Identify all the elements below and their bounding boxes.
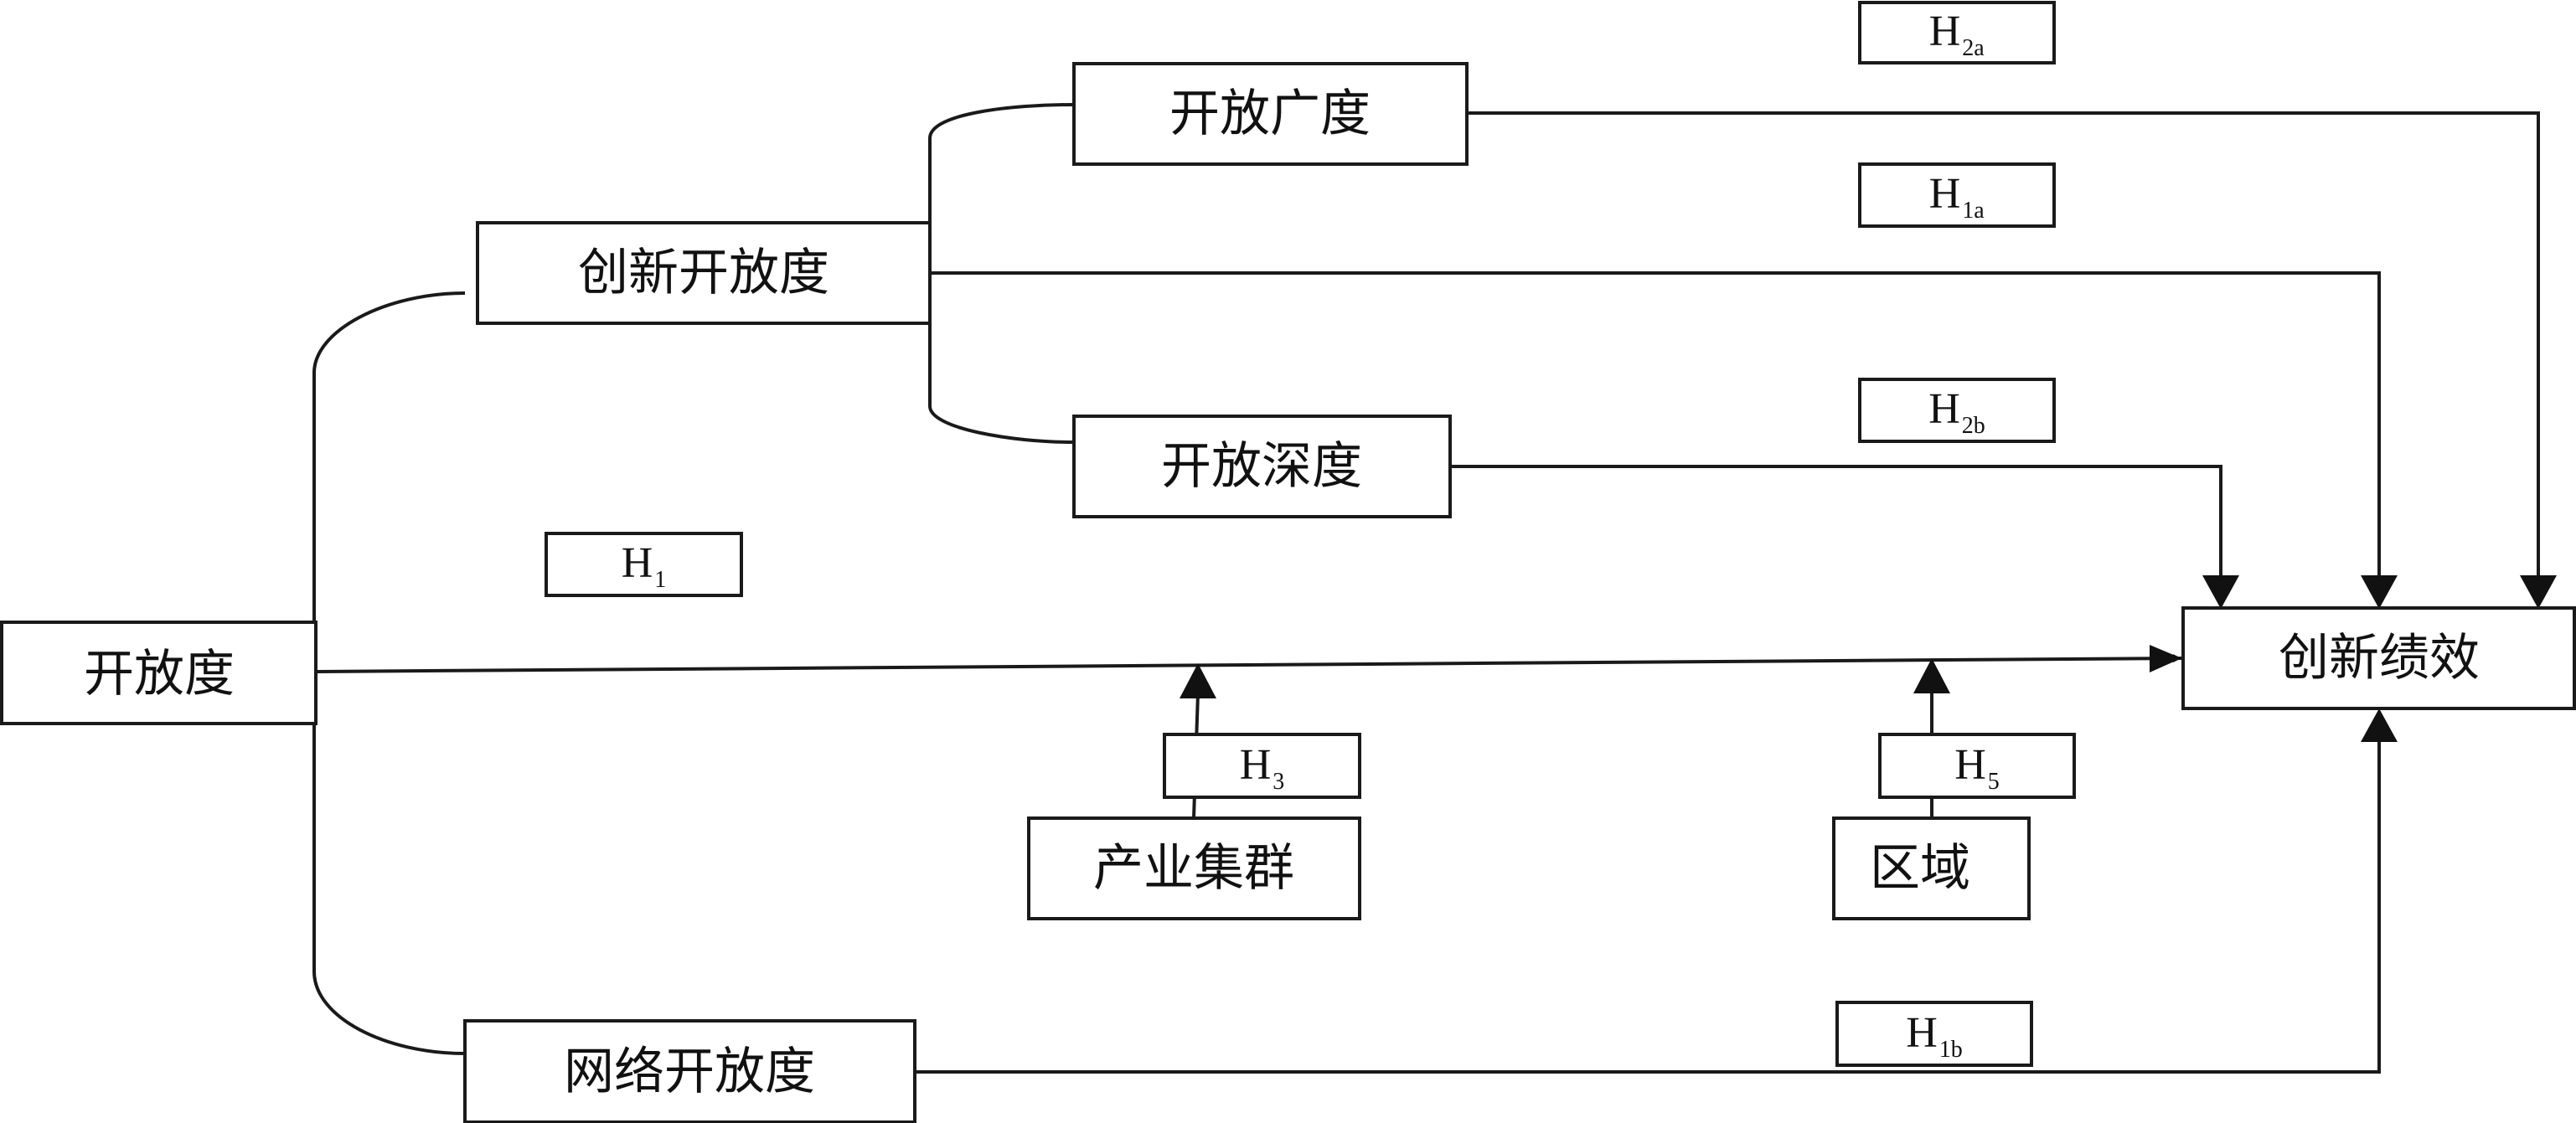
arrowhead-h3 [1180, 663, 1216, 698]
svg-text:区域: 区域 [1870, 839, 1970, 898]
svg-text:2b: 2b [1962, 413, 1985, 439]
svg-text:1: 1 [654, 567, 666, 593]
node-innovation-performance: 创新绩效 [2181, 606, 2576, 710]
arrow-h1a [930, 271, 2381, 576]
hypothesis-h1a: H 1a [1858, 162, 2056, 228]
arrowhead-h2b [2202, 575, 2239, 609]
arrowhead-h1 [2150, 645, 2181, 672]
node-region: 区域 [1832, 816, 2031, 920]
hypothesis-h1: H 1 [545, 532, 743, 597]
node-open-depth: 开放深度 [1072, 415, 1452, 518]
arrow-h1 [315, 654, 2182, 673]
svg-text:3: 3 [1273, 769, 1284, 795]
hyp-h1b-letter: H [1906, 1009, 1938, 1057]
svg-text:1b: 1b [1939, 1037, 1963, 1063]
arrow-h2b [1450, 465, 2222, 576]
svg-text:1a: 1a [1962, 198, 1985, 224]
curve-to-network-openness [312, 971, 466, 1055]
connectors [312, 103, 2557, 1074]
svg-text:H: H [1929, 8, 1961, 55]
svg-text:H: H [622, 539, 653, 587]
node-openness: 开放度 [0, 621, 317, 725]
hypothesis-h1b: H H 1b [1835, 1001, 2033, 1067]
curve-to-depth [928, 405, 1073, 444]
node-network-openness: 网络开放度 [463, 1019, 916, 1123]
arrowhead-h2a [2520, 575, 2557, 609]
svg-text:H: H [1954, 741, 1986, 789]
arrowhead-h5 [1913, 658, 1950, 693]
svg-text:H: H [1928, 385, 1960, 433]
arrow-h2a [1467, 111, 2540, 580]
svg-text:2a: 2a [1962, 35, 1985, 61]
hypothesis-h5: H 5 [1878, 733, 2076, 799]
svg-text:产业集群: 产业集群 [1093, 839, 1294, 898]
arrow-h1b [915, 741, 2381, 1074]
curve-to-breadth [928, 103, 1073, 139]
svg-text:开放深度: 开放深度 [1161, 437, 1362, 496]
svg-text:5: 5 [1988, 769, 2000, 795]
hypothesis-h2a: H 2a [1858, 1, 2056, 64]
svg-text:H: H [1240, 741, 1272, 789]
node-industrial-cluster: 产业集群 [1027, 816, 1361, 920]
hypothesis-h2b: H 2b [1858, 378, 2056, 443]
arrowhead-h1b [2361, 708, 2398, 742]
curve-to-innovation-openness [312, 291, 466, 373]
svg-text:网络开放度: 网络开放度 [564, 1043, 815, 1101]
svg-text:创新绩效: 创新绩效 [2279, 629, 2480, 688]
node-open-breadth: 开放广度 [1072, 62, 1469, 166]
svg-text:H: H [1929, 170, 1961, 218]
svg-text:开放广度: 开放广度 [1169, 85, 1371, 143]
svg-text:开放度: 开放度 [84, 645, 235, 703]
hypothesis-h3: H 3 [1163, 733, 1361, 799]
arrowhead-h1a [2361, 575, 2398, 609]
node-innovation-openness: 创新开放度 [476, 221, 932, 325]
svg-text:创新开放度: 创新开放度 [578, 244, 829, 302]
